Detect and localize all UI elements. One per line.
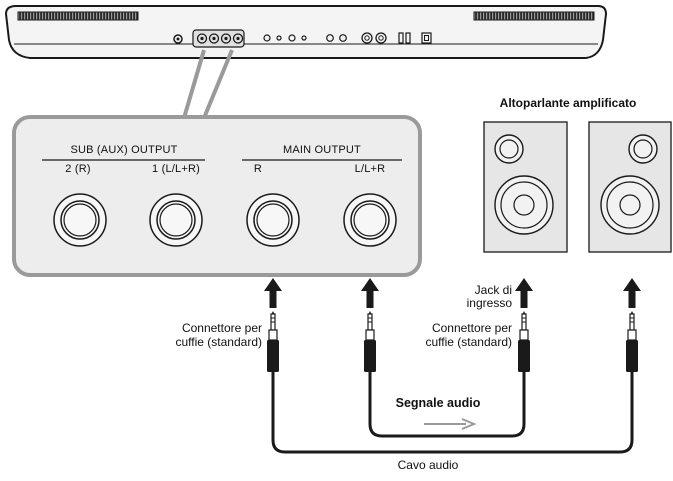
headphone-connector-label-right-line2: cuffie (standard) (425, 335, 513, 349)
output-jack-panel (12, 115, 422, 277)
jack-sub-2 (53, 193, 107, 247)
audio-cable-outer (271, 372, 634, 454)
input-jack-label-line2: ingresso (466, 296, 512, 310)
instrument-rear-panel (4, 5, 608, 59)
headphone-plug-1 (267, 311, 279, 372)
headphone-plug-4 (626, 311, 638, 372)
up-arrow-3 (515, 278, 533, 308)
headphone-connector-label-right-line1: Connettore per (431, 321, 512, 335)
headphone-plug-3 (518, 311, 530, 372)
jack-label-main-r: R (253, 163, 263, 175)
jack-sub-1 (149, 193, 203, 247)
headphone-plug-2 (364, 311, 376, 372)
headphone-connector-label-left-line1: Connettore per (181, 321, 262, 335)
jack-label-sub-1: 1 (L/L+R) (152, 163, 200, 175)
signal-direction-arrow (424, 418, 477, 430)
sub-output-label: SUB (AUX) OUTPUT (70, 144, 178, 156)
jack-label-sub-2: 2 (R) (65, 163, 91, 175)
callout-pointer (182, 49, 234, 119)
audio-cable-inner (368, 372, 526, 438)
jack-label-main-l: L/L+R (354, 163, 386, 175)
jack-main-r (246, 193, 300, 247)
input-jack-label-line1: Jack di (474, 283, 512, 297)
audio-cable-label: Cavo audio (397, 458, 459, 472)
jack-main-l (343, 193, 397, 247)
up-arrow-2 (361, 278, 379, 308)
main-output-label: MAIN OUTPUT (283, 144, 361, 156)
speaker-left (483, 121, 568, 253)
audio-signal-label: Segnale audio (395, 396, 481, 410)
up-arrow-1 (264, 278, 282, 308)
up-arrow-4 (623, 278, 641, 308)
headphone-connector-label-left-line2: cuffie (standard) (175, 335, 263, 349)
speaker-right (588, 121, 672, 253)
speaker-title: Altoparlante amplificato (499, 96, 637, 110)
